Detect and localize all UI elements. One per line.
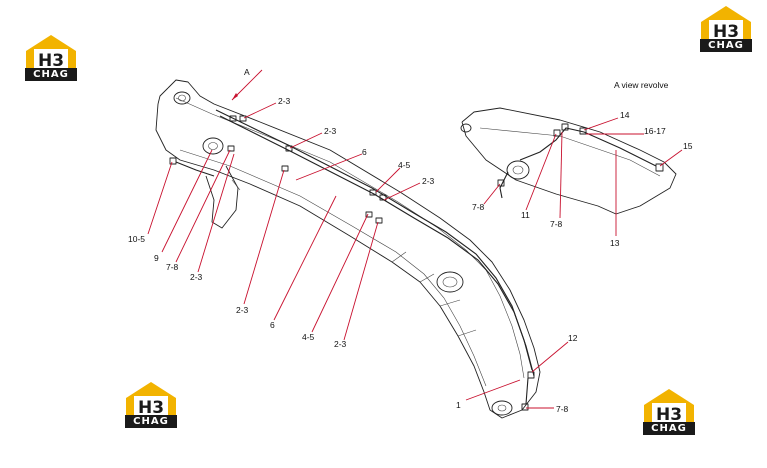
callout-label: 15 xyxy=(683,141,693,151)
callout-label: 1 xyxy=(456,400,461,410)
logo-mark-icon: H3 xyxy=(644,389,694,425)
leader-lines xyxy=(147,102,683,409)
arrowhead-icon xyxy=(232,93,238,100)
callout-label: 2-3 xyxy=(236,305,249,315)
callout-label: 7-8 xyxy=(550,219,563,229)
view-direction-arrow: A xyxy=(231,67,263,101)
callout-label: 2-3 xyxy=(324,126,337,136)
brand-logo-bottom-right: H3 CHAG xyxy=(640,387,698,437)
callout-label: 14 xyxy=(620,110,630,120)
logo-mark-text: H3 xyxy=(656,405,682,425)
callout-label: 13 xyxy=(610,238,620,248)
brand-logo-top-left: H3 CHAG xyxy=(22,33,80,83)
callout-label: 6 xyxy=(270,320,275,330)
callout-label: 6 xyxy=(362,147,367,157)
logo-mark-icon: H3 xyxy=(701,6,751,42)
brand-logo-top-right: H3 CHAG xyxy=(697,4,755,54)
callout-label: 10-5 xyxy=(128,234,145,244)
logo-mark-text: H3 xyxy=(138,398,164,418)
logo-mark-text: H3 xyxy=(38,51,64,71)
logo-brand-text: CHAG xyxy=(643,422,695,435)
logo-mark-text: H3 xyxy=(713,22,739,42)
callout-label: 7-8 xyxy=(472,202,485,212)
detail-view-title: A view revolve xyxy=(614,80,669,90)
brand-logo-bottom-left: H3 CHAG xyxy=(122,380,180,430)
callout-label: 4-5 xyxy=(398,160,411,170)
callout-label: 2-3 xyxy=(278,96,291,106)
callout-label: 7-8 xyxy=(166,262,179,272)
logo-mark-icon: H3 xyxy=(126,382,176,418)
view-arrow-label: A xyxy=(244,67,250,77)
callout-label: 12 xyxy=(568,333,578,343)
arm-body xyxy=(155,79,541,419)
callout-label: 7-8 xyxy=(556,404,569,414)
logo-brand-text: CHAG xyxy=(700,39,752,52)
callout-label: 4-5 xyxy=(302,332,315,342)
callout-label: 2-3 xyxy=(422,176,435,186)
logo-brand-text: CHAG xyxy=(125,415,177,428)
callout-label: 16-17 xyxy=(644,126,666,136)
detail-view: A view revolve xyxy=(460,80,677,215)
callout-label: 11 xyxy=(521,210,530,220)
logo-mark-icon: H3 xyxy=(26,35,76,71)
logo-brand-text: CHAG xyxy=(25,68,77,81)
callout-label: 9 xyxy=(154,253,159,263)
callout-label: 2-3 xyxy=(334,339,347,349)
callout-label: 2-3 xyxy=(190,272,203,282)
callout-labels: 2-3 2-3 6 4-5 2-3 10-5 9 7-8 2-3 2-3 6 4… xyxy=(128,96,693,414)
